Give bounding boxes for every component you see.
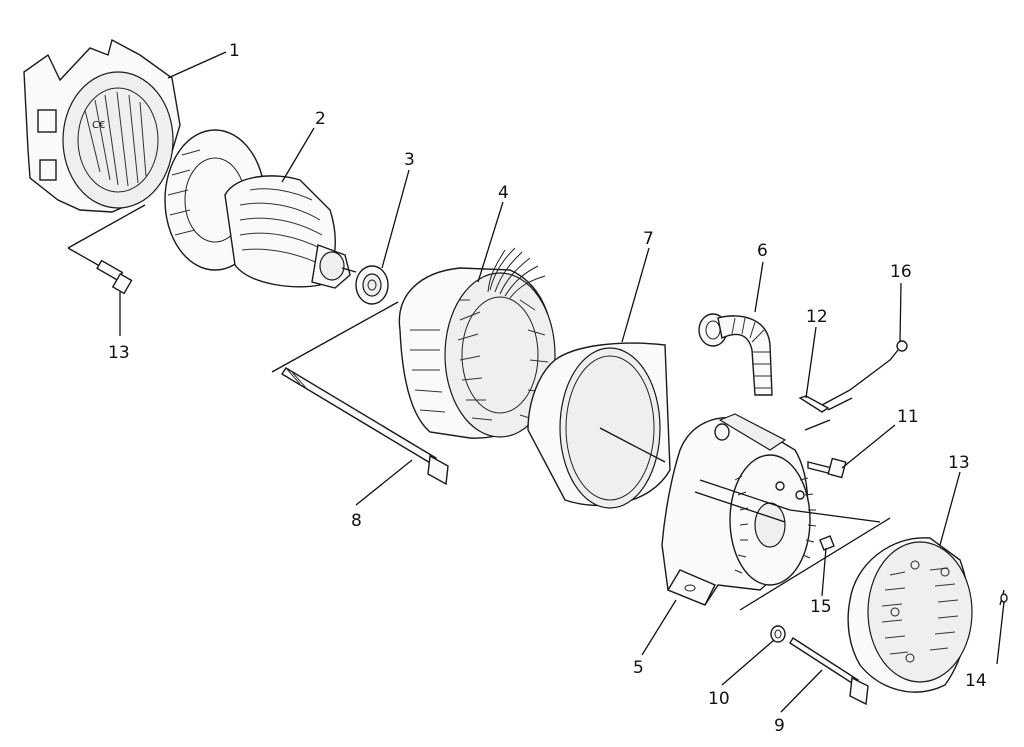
sleeve-ring-part (527, 342, 671, 509)
callout-14: 14 (965, 671, 987, 691)
end-cover-part (847, 537, 973, 693)
callout-labels: 1 2 3 4 7 6 16 12 11 13 13 8 15 5 14 10 … (108, 41, 987, 736)
svg-text:C€: C€ (92, 120, 105, 131)
callout-11: 11 (897, 407, 919, 427)
bolt-part-13 (67, 204, 146, 295)
callout-1: 1 (229, 41, 240, 61)
screw-part-14 (999, 589, 1008, 606)
callout-4: 4 (498, 183, 509, 203)
key-part-15 (819, 535, 835, 551)
callout-12: 12 (806, 307, 828, 327)
end-housing-part: C€ (23, 38, 181, 213)
callout-13-left: 13 (108, 343, 130, 363)
callout-13-right: 13 (948, 453, 970, 473)
rotor-part (164, 129, 357, 289)
callout-6: 6 (757, 241, 768, 261)
washer-bolt-part (739, 517, 891, 706)
callout-8: 8 (351, 511, 362, 531)
lead-wire-part (798, 340, 908, 413)
callout-10: 10 (708, 689, 730, 709)
callout-2: 2 (315, 109, 326, 129)
callout-15: 15 (810, 597, 832, 617)
callout-5: 5 (633, 658, 644, 678)
callout-3: 3 (404, 150, 415, 170)
stator-part (398, 247, 556, 439)
leader-lines (119, 51, 1005, 713)
callout-9: 9 (774, 716, 785, 736)
callout-7: 7 (643, 229, 654, 249)
callout-16: 16 (890, 262, 912, 282)
screw-part-11 (807, 457, 847, 479)
grommet-hose-part (698, 313, 773, 396)
through-bolt-part (271, 301, 449, 486)
rear-housing-part (661, 413, 881, 606)
bearing-part (355, 265, 389, 305)
